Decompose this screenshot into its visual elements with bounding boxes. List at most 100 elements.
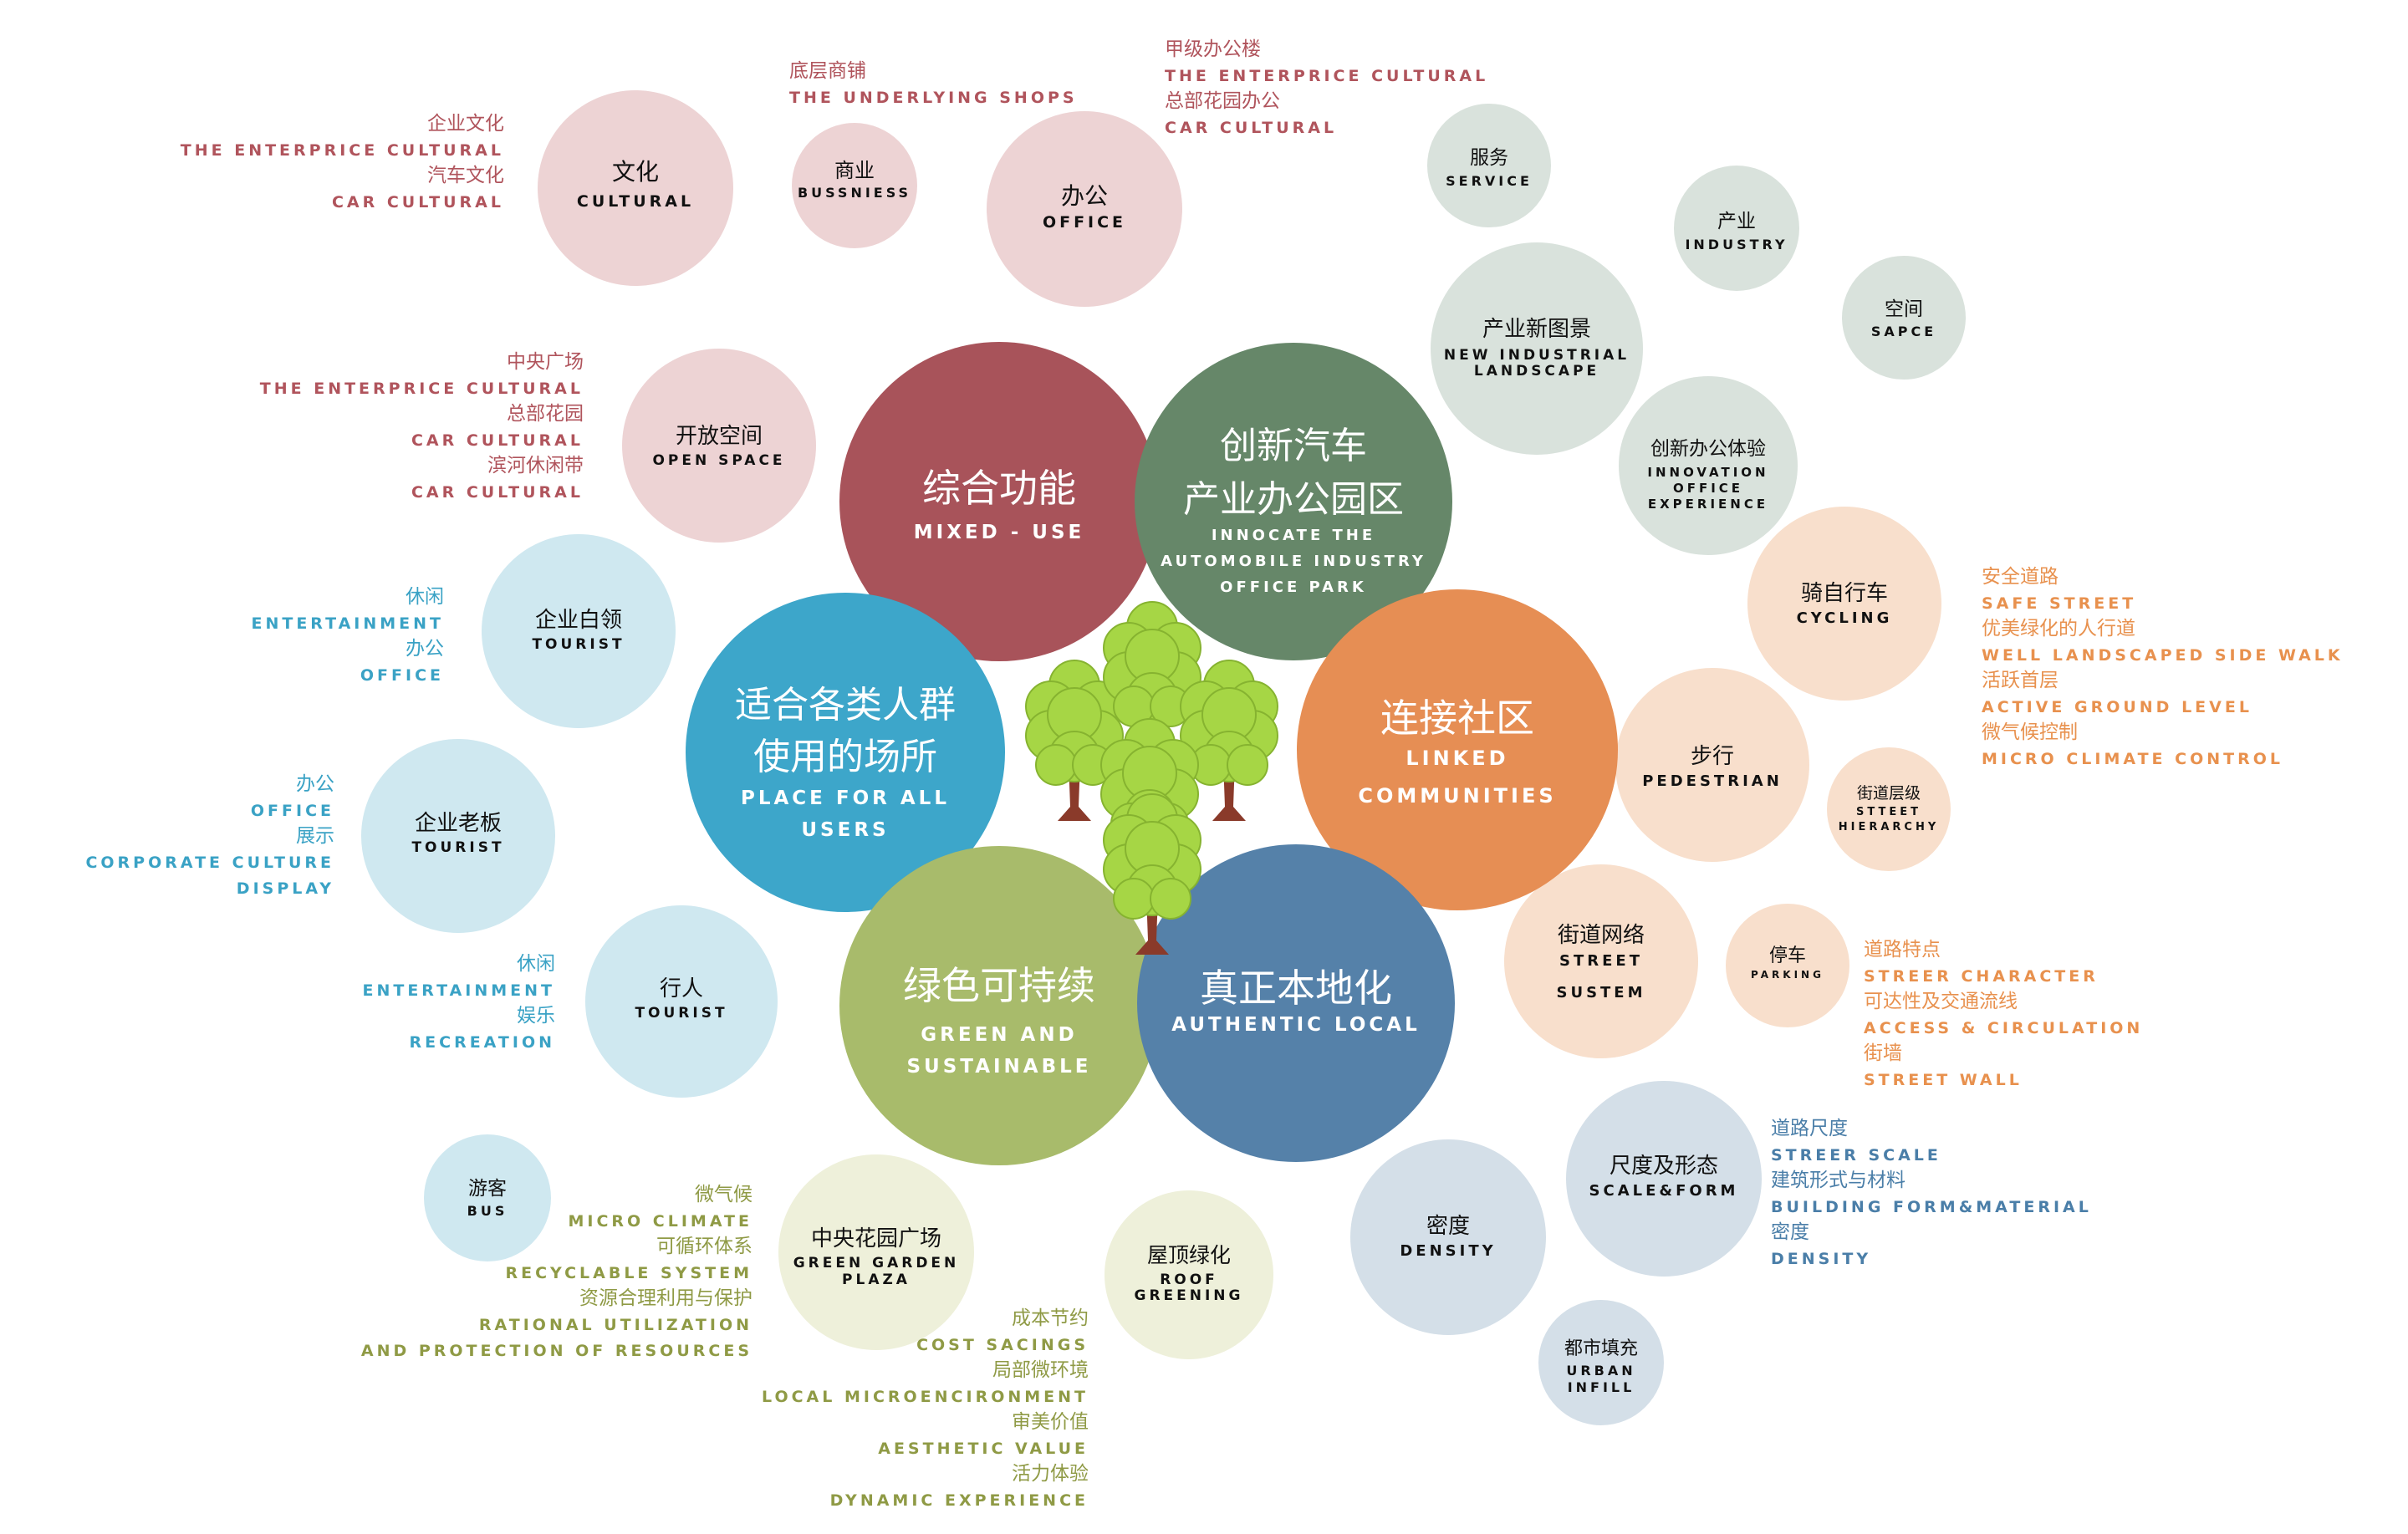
bubble-industry-en: INDUSTRY [1685,237,1788,252]
core-innovation-park: 创新汽车 产业办公园区 INNOCATE THE AUTOMOBILE INDU… [1135,343,1452,660]
bubble-boss-cn: 企业老板 [415,811,502,836]
label-office-3: CAR CULTURAL [1165,119,1337,137]
core-linked-communities-cn: 连接社区 [1380,696,1534,741]
bubble-roof-en2: GREENING [1134,1287,1243,1304]
label-cycling-5: ACTIVE GROUND LEVEL [1982,698,2252,716]
core-authentic-local: 真正本地化 AUTHENTIC LOCAL [1137,844,1455,1162]
label-scale-5: DENSITY [1771,1250,1871,1268]
bubble-office-en: OFFICE [1043,213,1126,232]
bubble-scale-cn: 尺度及形态 [1610,1154,1718,1179]
bubble-garden-plaza: 中央花园广场 GREEN GARDEN PLAZA [778,1154,974,1350]
label-open-space-4: 滨河休闲带 [487,455,584,477]
bubble-cycling: 骑自行车 CYCLING [1747,507,1941,701]
bubble-network-en1: STREET [1559,952,1643,970]
bubble-open-space-cn: 开放空间 [676,424,763,449]
bubble-hierarchy-en1: STTEET [1856,806,1921,818]
bubble-density: 密度 DENSITY [1350,1139,1546,1335]
label-bus-0: 微气候 [695,1184,752,1205]
label-pedestrian-visitor-1: ENTERTAINMENT [362,981,555,1000]
bubble-space: 空间 SAPCE [1842,256,1966,380]
bubble-scale-en: SCALE&FORM [1589,1182,1739,1200]
label-roof-0: 成本节约 [1012,1307,1089,1329]
label-boss-2: 展示 [296,825,334,847]
core-place-for-all-users-en2: USERS [801,819,889,841]
label-scale-2: 建筑形式与材料 [1771,1170,1905,1191]
core-linked-communities-en2: COMMUNITIES [1358,784,1556,808]
bubble-landscape-cn: 产业新图景 [1482,317,1591,342]
core-green-sustainable-en1: GREEN AND [921,1024,1077,1046]
bubble-walk-cn: 步行 [1691,744,1734,769]
label-roof-7: DYNAMIC EXPERIENCE [830,1491,1089,1510]
label-roof-1: COST SACINGS [916,1336,1089,1354]
label-culture-0: 企业文化 [427,113,504,135]
core-green-sustainable-en2: SUSTAINABLE [906,1056,1091,1078]
bubble-pedestrian-visitor: 行人 TOURIST [585,905,778,1098]
bubble-network-cn: 街道网络 [1558,923,1645,948]
label-scale-0: 道路尺度 [1771,1118,1848,1139]
label-cycling-7: MICRO CLIMATE CONTROL [1982,750,2283,768]
label-lists: 企业文化 THE ENTERPRICE CULTURAL 汽车文化 CAR CULTU… [85,38,2339,1510]
core-authentic-local-cn: 真正本地化 [1200,966,1392,1011]
core-innovation-park-en1: INNOCATE THE [1212,527,1375,544]
label-pedestrian-visitor-3: RECREATION [410,1033,555,1052]
bubble-boss-en: TOURIST [411,839,504,856]
bubble-service-cn: 服务 [1470,147,1508,169]
tree-icon [1025,660,1124,821]
label-scale-3: BUILDING FORM&MATERIAL [1771,1198,2092,1216]
label-business-0: 底层商铺 [789,60,866,82]
label-culture-2: 汽车文化 [427,165,504,186]
bubble-business-en: BUSSNIESS [798,185,911,201]
label-cycling-0: 安全道路 [1982,566,2059,588]
label-cycling-6: 微气候控制 [1982,721,2078,743]
label-roof-2: 局部微环境 [992,1359,1089,1381]
label-office-2: 总部花园办公 [1165,90,1280,112]
core-linked-communities-en1: LINKED [1406,747,1508,770]
label-scale-1: STREER SCALE [1771,1146,1941,1165]
label-business-1: THE UNDERLYING SHOPS [789,89,1078,107]
label-parking-4: 街墙 [1864,1042,1902,1064]
bubble-industry: 产业 INDUSTRY [1674,166,1799,291]
bubble-innovation-office-cn: 创新办公体验 [1650,438,1766,460]
label-parking-3: ACCESS & CIRCULATION [1864,1019,2143,1037]
label-cycling-1: SAFE STREET [1982,594,2136,613]
bubble-garden-plaza-cn: 中央花园广场 [811,1226,941,1251]
label-list-business: 底层商铺 THE UNDERLYING SHOPS [789,60,1078,107]
bubble-roof-cn: 屋顶绿化 [1147,1243,1231,1267]
bubble-cycling-cn: 骑自行车 [1801,581,1888,606]
tree-icon [1180,660,1278,821]
bubble-garden-plaza-en2: PLAZA [842,1272,911,1288]
bubble-office: 办公 OFFICE [987,111,1182,307]
label-bus-4: 资源合理利用与保护 [579,1287,752,1309]
label-roof-4: 审美价值 [1012,1411,1089,1433]
label-pedestrian-visitor-2: 娱乐 [517,1005,555,1027]
bubble-bus-en: BUS [467,1203,508,1219]
label-open-space-5: CAR CULTURAL [411,483,584,502]
bubble-hierarchy-cn: 街道层级 [1857,784,1921,803]
bubble-hierarchy: 街道层级 STTEET HIERARCHY [1827,747,1951,871]
core-innovation-park-en2: AUTOMOBILE INDUSTRY [1161,553,1426,570]
label-culture-1: THE ENTERPRICE CULTURAL [181,141,504,160]
label-boss-0: 办公 [296,773,334,795]
core-green-sustainable-cn: 绿色可持续 [903,963,1095,1008]
label-scale-4: 密度 [1771,1221,1809,1243]
label-bus-6: AND PROTECTION OF RESOURCES [361,1342,752,1360]
bubble-office-cn: 办公 [1061,182,1108,210]
label-bus-1: MICRO CLIMATE [568,1212,752,1231]
label-open-space-0: 中央广场 [507,351,584,373]
bubble-space-cn: 空间 [1885,298,1923,320]
label-parking-5: STREET WALL [1864,1071,2023,1089]
label-roof-5: AESTHETIC VALUE [878,1440,1089,1458]
bubble-density-cn: 密度 [1426,1214,1470,1239]
bubble-landscape-en2: LANDSCAPE [1474,363,1599,380]
label-office-0: 甲级办公楼 [1165,38,1261,60]
label-pedestrian-visitor-0: 休闲 [517,953,555,975]
label-parking-2: 可达性及交通流线 [1864,991,2018,1012]
core-place-for-all-users-en1: PLACE FOR ALL [741,787,950,809]
bubble-open-space: 开放空间 OPEN SPACE [622,349,816,543]
label-cycling-4: 活跃首层 [1982,670,2059,691]
